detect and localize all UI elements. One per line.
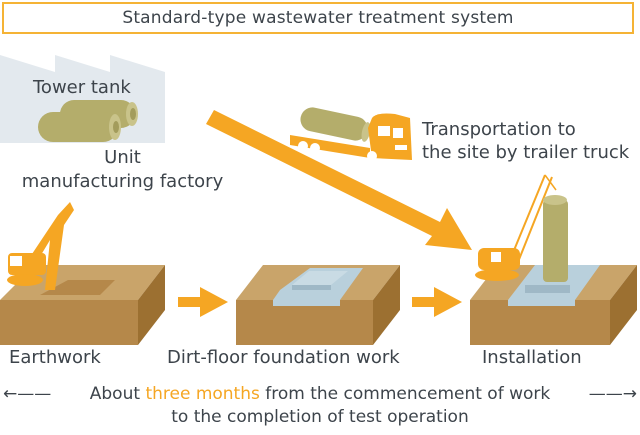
installed-tank-icon (543, 195, 568, 282)
foundation-block-icon (236, 265, 400, 345)
step-label-installation: Installation (482, 347, 582, 368)
step-arrow-2-icon (412, 287, 462, 317)
duration-line2: to the completion of test operation (171, 407, 469, 427)
left-arrow-icon: ←—— (3, 384, 52, 404)
duration-line1: ←—— About three months from the commence… (0, 383, 640, 406)
title-box: Standard-type wastewater treatment syste… (2, 2, 634, 34)
duration-highlight: three months (145, 384, 260, 404)
delivery-arrow-icon (206, 110, 472, 250)
step-arrow-1-icon (178, 287, 228, 317)
factory-caption-line2: manufacturing factory (21, 171, 224, 192)
duration-note: ←—— About three months from the commence… (0, 383, 640, 429)
tower-tank-label: Tower tank (33, 77, 131, 98)
trailer-truck-icon (290, 107, 412, 161)
transport-label-line1: Transportation to (422, 119, 576, 140)
tower-tank-icon (38, 100, 138, 142)
duration-prefix: About (89, 384, 146, 404)
step-label-earthwork: Earthwork (9, 347, 101, 368)
diagram-title: Standard-type wastewater treatment syste… (122, 8, 514, 28)
right-arrow-icon: ——→ (588, 384, 637, 404)
excavator-icon (7, 202, 74, 290)
crane-icon (475, 174, 557, 281)
factory-caption-line1: Unit (104, 147, 141, 168)
step-label-foundation: Dirt-floor foundation work (167, 347, 400, 368)
duration-suffix: from the commencement of work (259, 384, 551, 404)
transport-label-line2: the site by trailer truck (422, 142, 630, 163)
